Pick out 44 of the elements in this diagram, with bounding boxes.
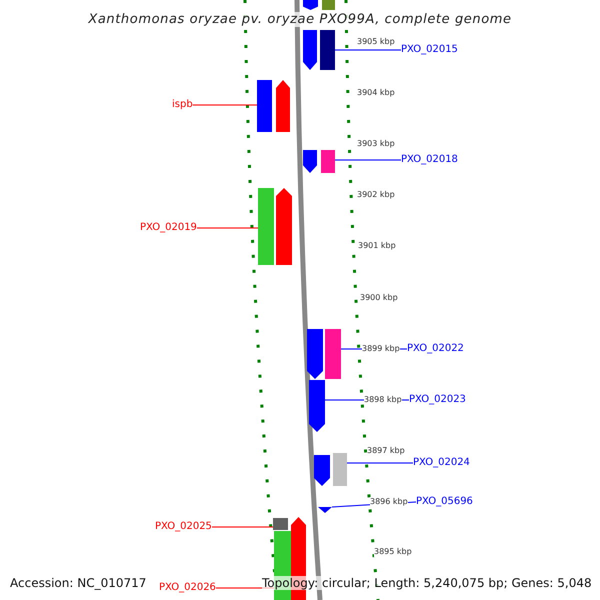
gene-feature-block <box>273 518 288 530</box>
gene-label: ispb <box>172 99 193 111</box>
gene-feature-block <box>303 0 318 10</box>
leader-line <box>192 104 258 106</box>
gene-label: PXO_02024 <box>413 457 470 469</box>
scale-label: 3899 kbp <box>362 344 400 354</box>
gene-feature-block <box>314 455 330 486</box>
gene-feature-block <box>309 380 325 432</box>
gene-feature-block <box>321 150 335 173</box>
leader-line <box>346 462 414 464</box>
gene-label: PXO_02023 <box>409 394 466 406</box>
gene-feature-block <box>258 188 274 265</box>
scale-label: 3904 kbp <box>357 88 395 98</box>
title: Xanthomonas oryzae pv. oryzae PXO99A, complete genome <box>88 12 512 27</box>
gene-feature-block <box>276 80 290 132</box>
scale-label: 3905 kbp <box>357 37 395 47</box>
gene-feature-block <box>276 188 292 265</box>
gene-label: PXO_02018 <box>401 154 458 166</box>
gene-label: PXO_02022 <box>407 343 464 355</box>
scale-label: 3903 kbp <box>357 139 395 149</box>
gene-feature-block <box>318 507 332 513</box>
gene-feature-block <box>325 329 341 379</box>
gene-feature-block <box>307 329 323 379</box>
gene-label: PXO_02019 <box>140 222 197 234</box>
gene-feature-block <box>257 80 272 132</box>
gene-feature-block <box>303 30 317 70</box>
leader-line <box>211 526 274 528</box>
scale-label: 3898 kbp <box>364 395 402 405</box>
scale-label: 3897 kbp <box>367 446 405 456</box>
gene-label: PXO_02026 <box>159 582 216 594</box>
gene-feature-block <box>320 30 335 70</box>
gene-label: PXO_05696 <box>416 496 473 508</box>
gene-feature-block <box>333 453 347 486</box>
scale-label: 3895 kbp <box>374 547 412 557</box>
scale-label: 3896 kbp <box>370 497 408 507</box>
scale-label: 3901 kbp <box>358 241 396 251</box>
footer-text: Accession: NC_010717 <box>10 576 146 590</box>
gene-feature-block <box>303 150 317 173</box>
scale-label: 3902 kbp <box>357 190 395 200</box>
gene-label: PXO_02015 <box>401 44 458 56</box>
footer-text: Topology: circular; Length: 5,240,075 bp; Genes: 5,048 <box>262 576 592 590</box>
gene-feature-block <box>322 0 335 10</box>
scale-label: 3900 kbp <box>360 293 398 303</box>
gene-label: PXO_02025 <box>155 521 212 533</box>
